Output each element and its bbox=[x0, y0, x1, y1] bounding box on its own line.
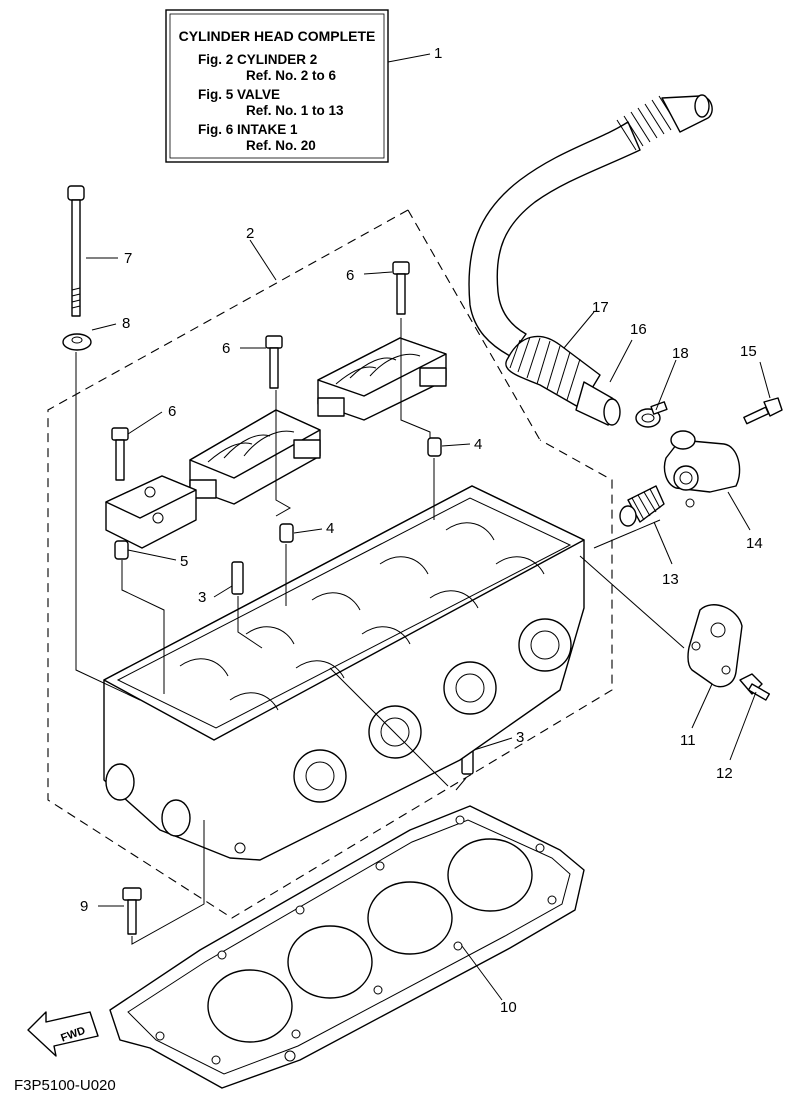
callout-18: 18 bbox=[672, 345, 689, 362]
callout-16: 16 bbox=[630, 321, 647, 338]
callout-12: 12 bbox=[716, 765, 733, 782]
cylinder-head-assembly-outline bbox=[47, 209, 613, 919]
info-box-fig-6: Fig. 6 INTAKE 1 bbox=[198, 122, 298, 137]
washer-8 bbox=[62, 333, 92, 351]
bolt-9 bbox=[122, 887, 142, 935]
callout-13: 13 bbox=[662, 571, 679, 588]
thermostat bbox=[619, 485, 665, 527]
forward-arrow: FWD bbox=[27, 1011, 99, 1057]
camshaft-cap-middle bbox=[189, 409, 321, 505]
camshaft-cap-left bbox=[105, 475, 197, 549]
callout-3-upper: 3 bbox=[198, 589, 206, 606]
cylinder-head bbox=[103, 485, 585, 861]
figure-code: F3P5100-U020 bbox=[14, 1077, 116, 1094]
cover-plate bbox=[687, 604, 743, 688]
callout-6-right: 6 bbox=[346, 267, 354, 284]
callout-4-upper: 4 bbox=[474, 436, 482, 453]
info-box-ref-5: Ref. No. 1 to 13 bbox=[246, 103, 344, 118]
callout-4-lower: 4 bbox=[326, 520, 334, 537]
bolt-15 bbox=[743, 397, 783, 425]
callout-1: 1 bbox=[434, 45, 442, 62]
info-box-fig-2: Fig. 2 CYLINDER 2 bbox=[198, 52, 317, 67]
callout-11: 11 bbox=[680, 732, 696, 749]
callout-8: 8 bbox=[122, 315, 130, 332]
callout-leaders bbox=[86, 53, 771, 1001]
head-gasket bbox=[109, 805, 585, 1089]
callout-numbers: 1 2 3 3 4 4 5 6 6 6 7 8 9 10 11 12 13 14… bbox=[80, 45, 763, 1016]
hose-clamp bbox=[635, 401, 668, 428]
callout-6-left: 6 bbox=[168, 403, 176, 420]
callout-14: 14 bbox=[746, 535, 763, 552]
bolt-12 bbox=[739, 673, 771, 701]
assembly-guide-lines bbox=[75, 318, 685, 945]
callout-7: 7 bbox=[124, 250, 132, 267]
info-box-ref-6: Ref. No. 20 bbox=[246, 138, 316, 153]
callout-15: 15 bbox=[740, 343, 757, 360]
callout-9: 9 bbox=[80, 898, 88, 915]
callout-3-lower: 3 bbox=[516, 729, 524, 746]
info-box-fig-5: Fig. 5 VALVE bbox=[198, 87, 280, 102]
breather-hose bbox=[468, 94, 713, 426]
dowel-pins bbox=[114, 437, 442, 560]
camshaft-cap-right bbox=[317, 337, 447, 421]
info-box-ref-2: Ref. No. 2 to 6 bbox=[246, 68, 337, 83]
thermostat-cover bbox=[663, 430, 741, 508]
callout-6-middle: 6 bbox=[222, 340, 230, 357]
callout-10: 10 bbox=[500, 999, 517, 1016]
head-bolt-7 bbox=[67, 185, 85, 317]
callout-5: 5 bbox=[180, 553, 188, 570]
callout-17: 17 bbox=[592, 299, 609, 316]
callout-2: 2 bbox=[246, 225, 254, 242]
info-box: CYLINDER HEAD COMPLETE Fig. 2 CYLINDER 2… bbox=[165, 9, 389, 163]
info-box-title: CYLINDER HEAD COMPLETE bbox=[179, 28, 376, 44]
cap-bolts-6 bbox=[111, 261, 410, 481]
